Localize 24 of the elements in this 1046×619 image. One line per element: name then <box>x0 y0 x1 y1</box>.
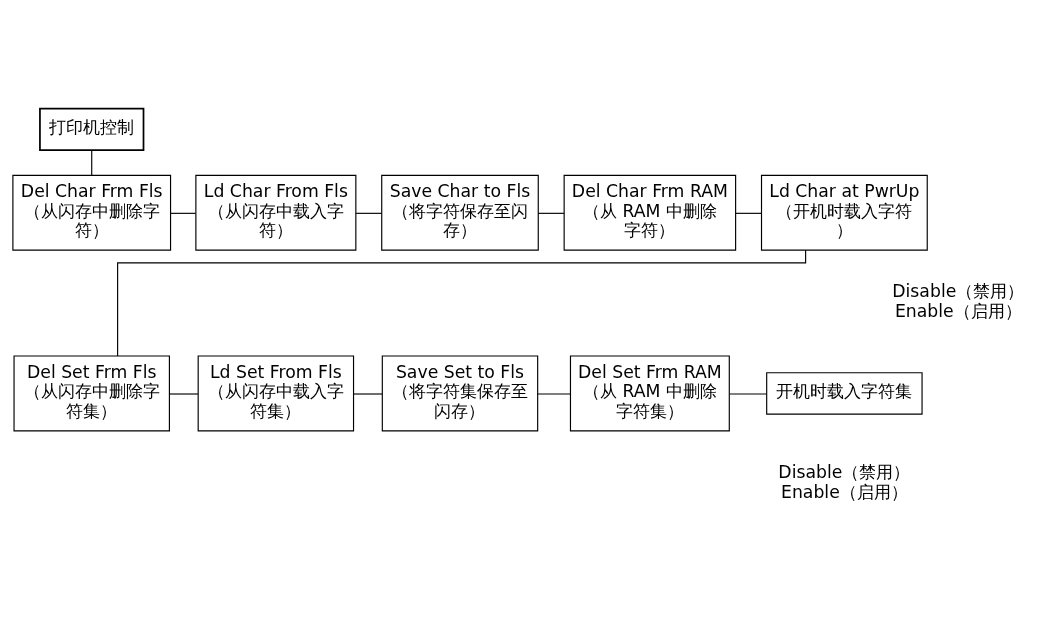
node-label: Enable（启用） <box>894 300 1022 321</box>
connector <box>91 149 93 176</box>
node-box: Ld Char at PwrUp（开机时载入字符） <box>760 174 928 251</box>
node-box: Ld Char From Fls（从闪存中载入字符） <box>195 174 357 251</box>
connector <box>169 392 199 395</box>
node-box: Del Set Frm Fls（从闪存中删除字符集） <box>13 354 170 431</box>
node-box: Save Char to Fls（将字符保存至闪存） <box>381 174 539 251</box>
node-label: Enable（启用） <box>780 481 908 502</box>
connector <box>355 212 383 214</box>
connector <box>537 212 565 214</box>
node-box: Save Set to Fls（将字符集保存至闪存） <box>381 354 539 431</box>
connector <box>170 212 197 214</box>
node-box: Del Char Frm Fls（从闪存中删除字符） <box>12 174 172 251</box>
node-label: Disable（禁用） <box>778 461 911 482</box>
node-box: 打印机控制 <box>39 107 145 151</box>
node-box: 开机时载入字符集 <box>766 371 923 415</box>
node-box: Del Char Frm RAM（从 RAM 中删除字符） <box>563 174 737 251</box>
node-box: Del Set Frm RAM（从 RAM 中删除字符集） <box>569 354 730 431</box>
connector <box>735 212 763 214</box>
node-box: Ld Set From Fls（从闪存中载入字符集） <box>197 354 355 431</box>
connector <box>728 392 767 395</box>
node-label: Disable（禁用） <box>892 280 1025 301</box>
connector <box>353 392 383 395</box>
connector <box>537 392 571 395</box>
